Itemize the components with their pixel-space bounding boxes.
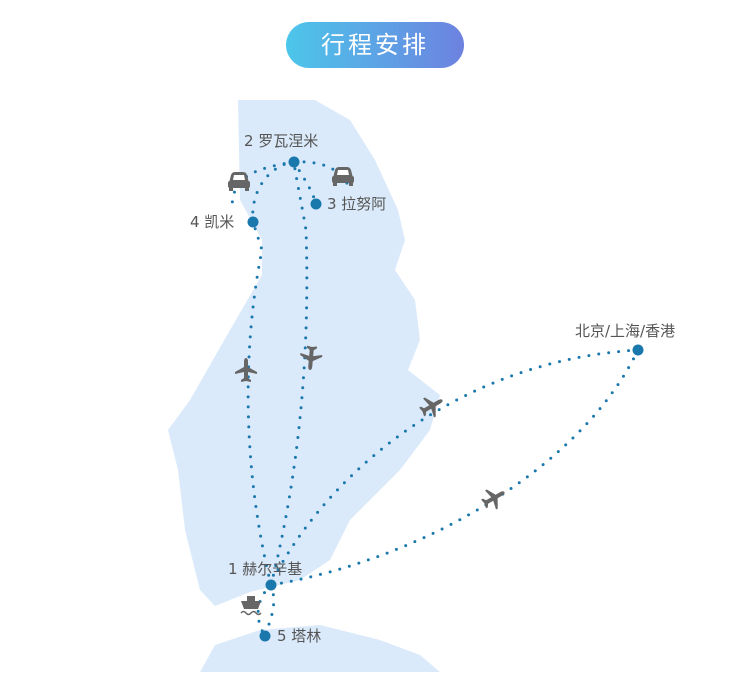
marker-china[interactable]: [632, 344, 644, 356]
route-rovaniemi-kemi-alt: [230, 160, 296, 212]
label-rovaniemi: 2 罗瓦涅米: [244, 132, 318, 150]
marker-helsinki[interactable]: [265, 579, 277, 591]
marker-tallinn[interactable]: [259, 630, 271, 642]
label-kemi: 4 凯米: [190, 213, 234, 231]
ship-icon: [240, 596, 262, 616]
car-icon: [228, 172, 250, 191]
route-helsinki-rovaniemi: [269, 160, 309, 587]
label-helsinki: 1 赫尔辛基: [228, 560, 302, 578]
label-tallinn: 5 塔林: [277, 627, 321, 645]
route-rovaniemi-lapland: [292, 160, 352, 206]
label-china: 北京/上海/香港: [575, 322, 675, 340]
marker-lapland[interactable]: [310, 198, 322, 210]
airplane-icon: [419, 397, 443, 418]
itinerary-title: 行程安排: [286, 22, 464, 68]
marker-kemi[interactable]: [247, 216, 259, 228]
label-lapland: 3 拉努阿: [327, 195, 386, 213]
car-icon: [332, 167, 354, 186]
airplane-icon: [235, 358, 257, 382]
airplane-icon: [300, 345, 323, 370]
route-helsinki-tallinn: [256, 583, 276, 638]
airplane-icon: [481, 489, 505, 510]
route-kemi-rovaniemi: [251, 160, 296, 224]
finland-land: [168, 100, 440, 606]
marker-rovaniemi[interactable]: [288, 156, 300, 168]
